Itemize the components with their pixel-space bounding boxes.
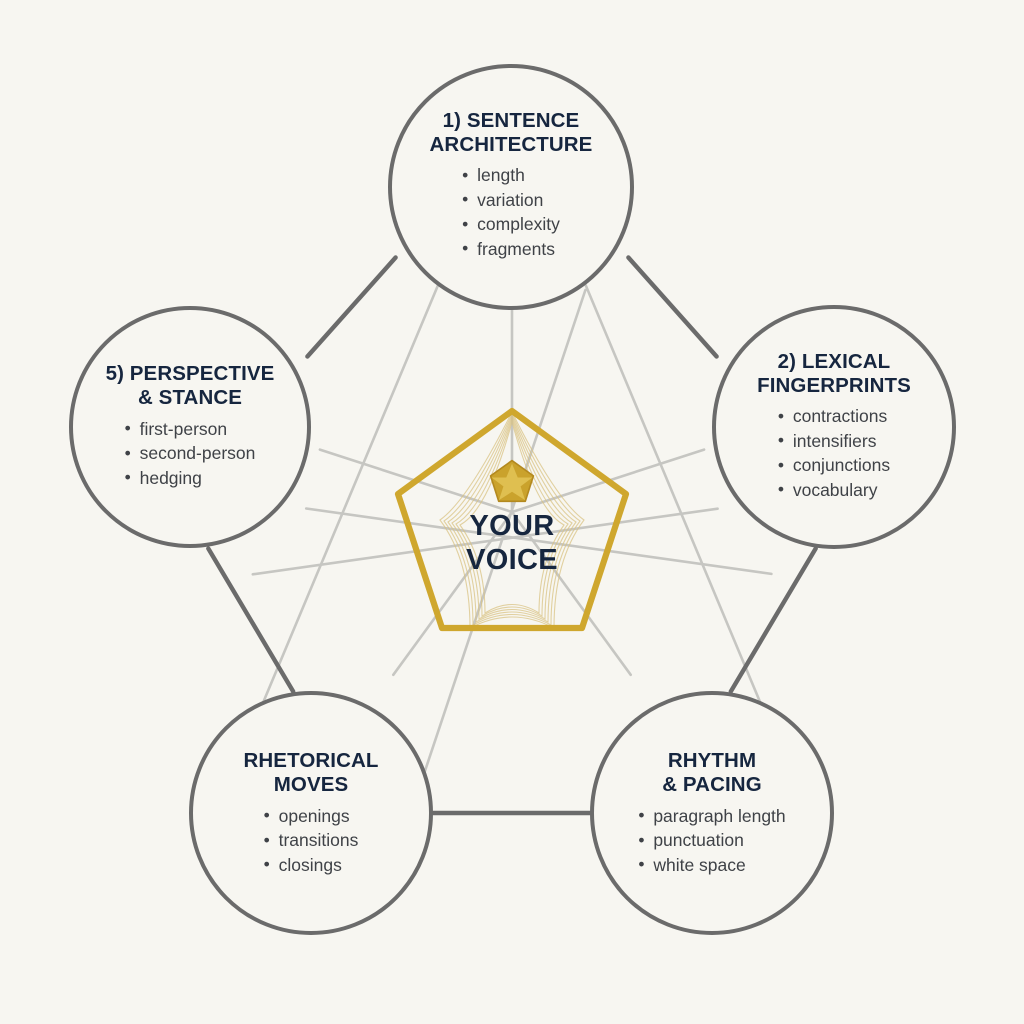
list-item: closings bbox=[264, 852, 359, 878]
list-item: complexity bbox=[462, 212, 560, 237]
list-item: hedging bbox=[125, 465, 256, 491]
list-item: punctuation bbox=[638, 828, 785, 853]
list-item: length bbox=[462, 163, 560, 188]
node-title: RHYTHM & PACING bbox=[662, 748, 762, 796]
list-item: variation bbox=[462, 187, 560, 213]
node-lexical-fingerprints[interactable]: 2) LEXICAL FINGERPRINTS contractions int… bbox=[712, 305, 956, 549]
list-item: openings bbox=[264, 803, 359, 829]
node-rhetorical-moves[interactable]: RHETORICAL MOVES openings transitions cl… bbox=[189, 691, 433, 935]
center-pentagon bbox=[394, 407, 630, 632]
node-item-list: contractions intensifiers conjunctions v… bbox=[778, 404, 890, 502]
list-item: white space bbox=[638, 852, 785, 878]
list-item: fragments bbox=[462, 236, 560, 262]
node-title: RHETORICAL MOVES bbox=[243, 748, 379, 796]
list-item: paragraph length bbox=[638, 803, 785, 829]
list-item: first-person bbox=[125, 416, 256, 442]
list-item: conjunctions bbox=[778, 453, 890, 478]
node-rhythm-and-pacing[interactable]: RHYTHM & PACING paragraph length punctua… bbox=[590, 691, 834, 935]
gold-star-badge-icon bbox=[489, 459, 535, 503]
list-item: contractions bbox=[778, 404, 890, 429]
list-item: vocabulary bbox=[778, 477, 890, 503]
gold-inner-contours bbox=[439, 410, 585, 629]
node-item-list: first-person second-person hedging bbox=[125, 416, 256, 491]
node-title: 2) LEXICAL FINGERPRINTS bbox=[757, 349, 911, 397]
node-item-list: paragraph length punctuation white space bbox=[638, 803, 785, 878]
node-connectors bbox=[206, 255, 818, 816]
list-item: intensifiers bbox=[778, 428, 890, 454]
list-item: second-person bbox=[125, 441, 256, 466]
list-item: transitions bbox=[264, 828, 359, 853]
node-sentence-architecture[interactable]: 1) SENTENCE ARCHITECTURE length variatio… bbox=[388, 64, 634, 310]
pentagram-lines bbox=[251, 283, 773, 809]
node-item-list: length variation complexity fragments bbox=[462, 163, 560, 261]
node-title: 1) SENTENCE ARCHITECTURE bbox=[429, 108, 593, 156]
node-item-list: openings transitions closings bbox=[264, 803, 359, 878]
node-perspective-and-stance[interactable]: 5) PERSPECTIVE & STANCE first-person sec… bbox=[69, 306, 311, 548]
node-title: 5) PERSPECTIVE & STANCE bbox=[105, 361, 275, 409]
